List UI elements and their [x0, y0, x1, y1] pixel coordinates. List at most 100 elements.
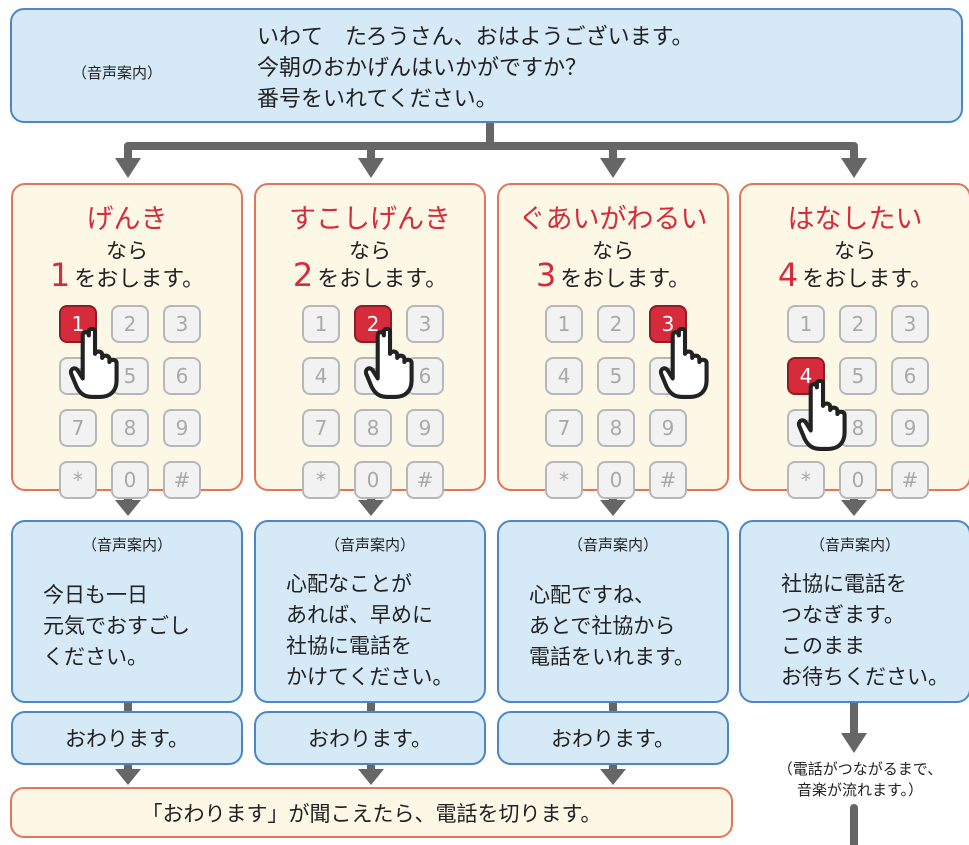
voice-note: （音声案内）: [81, 536, 172, 554]
option-title: ぐあいがわるい: [518, 204, 708, 235]
option-press-text: をおします。: [317, 267, 448, 292]
keypad-key: 0: [839, 461, 877, 499]
wait-music-note: （電話がつながるまで、 音楽が流れます。）: [755, 759, 965, 801]
keypad-key: 8: [111, 409, 149, 447]
keypad-key: #: [163, 461, 201, 499]
keypad-key: 3: [891, 305, 929, 343]
voice-line: 元気でおすごし: [43, 614, 190, 638]
end-box-3: おわります。: [497, 711, 729, 765]
option-to-voice-lines: [124, 487, 858, 509]
option-number: 2: [292, 256, 314, 294]
arrow-head: [358, 158, 384, 178]
option-press-text: をおします。: [802, 267, 933, 292]
voice-note: （音声案内）: [324, 536, 415, 554]
option-title: はなしたい: [787, 204, 923, 235]
voice-line: あとで社協から: [529, 614, 676, 638]
voice-to-end-lines: [124, 699, 617, 715]
keypad-key: *: [59, 461, 97, 499]
wait-note-line: （電話がつながるまで、: [777, 760, 943, 778]
keypad-key: *: [302, 461, 340, 499]
keypad-key: 8: [597, 409, 635, 447]
option-title: すこしげんき: [289, 204, 451, 235]
keypad-key: 5: [839, 357, 877, 395]
greeting-line: 今朝のおかげんはいかがですか？: [257, 56, 588, 81]
keypad-key: 3: [406, 305, 444, 343]
header-voice-note: （音声案内）: [72, 64, 163, 82]
voice-text: 心配なことが あれば、早めに 社協に電話を かけてください。: [286, 569, 476, 693]
wait-note-line: 音楽が流れます。）: [796, 781, 923, 799]
keypad-key: *: [545, 461, 583, 499]
option-title: げんき: [86, 204, 168, 235]
arrow-head: [600, 158, 626, 178]
voice-box-1: （音声案内） 今日も一日 元気でおすごし ください。: [11, 520, 243, 703]
option-number: 3: [535, 256, 557, 294]
keypad-key: 4: [302, 357, 340, 395]
voice-note: （音声案内）: [809, 536, 900, 554]
voice-line: 社協に電話を: [781, 572, 907, 596]
voice-line: 電話をいれます。: [529, 645, 695, 669]
keypad-key: 3: [163, 305, 201, 343]
voice-line: このまま: [781, 634, 865, 658]
option-press-text: をおします。: [74, 267, 205, 292]
option-condition: なら: [349, 239, 391, 263]
keypad-key: 1: [59, 305, 97, 343]
option-condition: なら: [106, 239, 148, 263]
voice-line: あれば、早めに: [286, 603, 433, 627]
greeting-box: （音声案内） いわて たろうさん、おはようございます。 今朝のおかげんはいかがで…: [10, 8, 963, 123]
voice-line: お待ちください。: [781, 665, 949, 689]
pointing-hand-icon: [68, 326, 119, 399]
option-number: 4: [777, 256, 799, 294]
keypad-key: 1: [545, 305, 583, 343]
option-condition: なら: [592, 239, 634, 263]
branch-lines: [124, 119, 858, 164]
voice-line: 今日も一日: [43, 583, 148, 607]
voice-text: 社協に電話を つなぎます。 このまま お待ちください。: [781, 569, 961, 693]
keypad-key: 7: [302, 409, 340, 447]
voice-line: ください。: [43, 645, 148, 669]
arrow-head: [600, 769, 626, 785]
keypad-key: 1: [302, 305, 340, 343]
pointing-hand-icon: [796, 378, 847, 451]
keypad-key: #: [649, 461, 687, 499]
option-number: 1: [49, 256, 71, 294]
voice-box-2: （音声案内） 心配なことが あれば、早めに 社協に電話を かけてください。: [254, 520, 486, 703]
keypad-key: 4: [545, 357, 583, 395]
end-box-2: おわります。: [254, 711, 486, 765]
pointing-hand-icon: [658, 326, 709, 399]
keypad-key: 9: [891, 409, 929, 447]
keypad-key: 0: [354, 461, 392, 499]
greeting-line: 番号をいれてください。: [257, 87, 498, 112]
keypad-key: 1: [787, 305, 825, 343]
pointing-hand-icon: [363, 326, 414, 399]
option-press-text: をおします。: [560, 267, 691, 292]
keypad-key: 0: [111, 461, 149, 499]
keypad-key: 6: [163, 357, 201, 395]
arrow-head: [841, 500, 867, 516]
greeting-line: いわて たろうさん、おはようございます。: [257, 25, 694, 50]
keypad-key: 9: [649, 409, 687, 447]
voice-line: つなぎます。: [781, 603, 905, 627]
hangup-instruction: 「おわります」が聞こえたら、電話を切ります。: [10, 787, 733, 838]
voice-box-4: （音声案内） 社協に電話を つなぎます。 このまま お待ちください。: [739, 520, 969, 703]
arrow-head: [115, 500, 141, 516]
keypad-key: 8: [354, 409, 392, 447]
keypad-key: #: [406, 461, 444, 499]
keypad-key: 4: [787, 357, 825, 395]
arrow-head: [115, 158, 141, 178]
voice-line: 心配なことが: [286, 572, 412, 596]
keypad-key: 7: [545, 409, 583, 447]
voice-line: 社協に電話を: [286, 634, 412, 658]
keypad-key: 9: [163, 409, 201, 447]
voice-line: 心配ですね、: [529, 583, 655, 607]
keypad-key: 2: [839, 305, 877, 343]
voice-line: かけてください。: [286, 665, 454, 689]
keypad-key: *: [787, 461, 825, 499]
